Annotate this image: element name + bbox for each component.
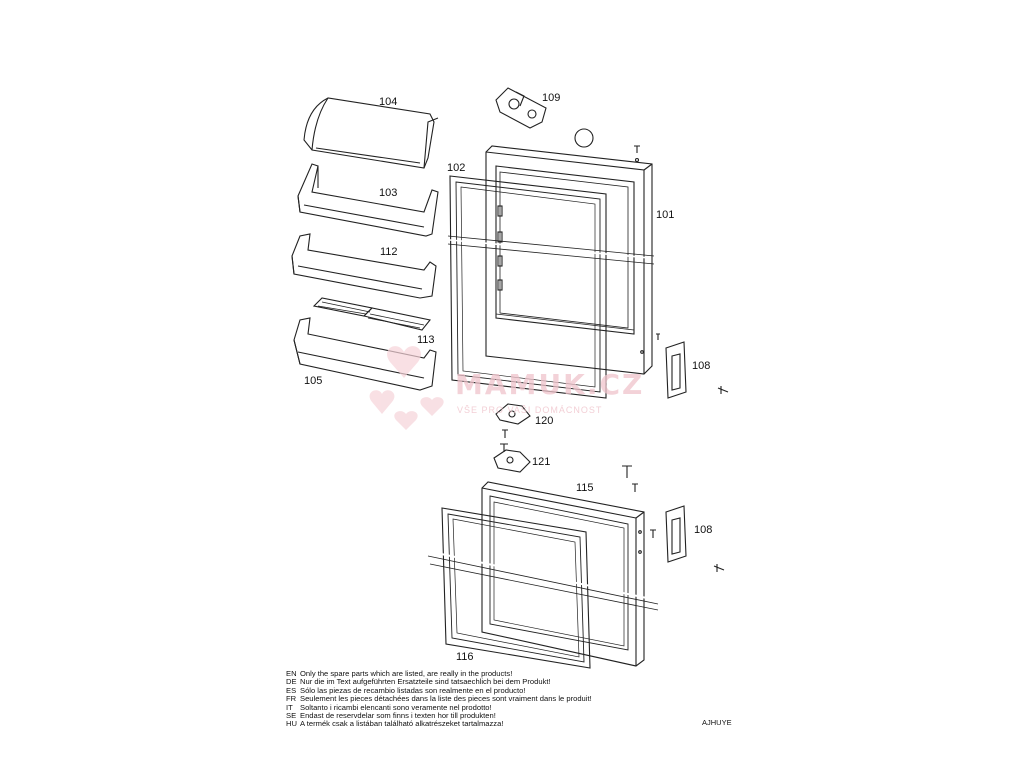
plug-cap (574, 128, 594, 148)
part-102-upper-gasket (449, 175, 607, 399)
label-121: 121 (532, 456, 551, 468)
part-115-lower-door (481, 481, 645, 667)
drawing-code: AJHUYE (702, 718, 732, 727)
part-120-hinge (495, 403, 531, 438)
label-108-lower: 108 (694, 524, 713, 536)
part-103-shelf (297, 163, 439, 237)
label-101: 101 (656, 209, 675, 221)
part-108-lower-hinge (650, 505, 725, 572)
part-116-lower-gasket (441, 507, 591, 669)
label-105: 105 (304, 375, 323, 387)
watermark-logo-icon (369, 346, 444, 430)
part-104-lid (303, 97, 439, 169)
label-104: 104 (379, 96, 398, 108)
part-109-hinge-cover (495, 87, 547, 129)
label-103: 103 (379, 187, 398, 199)
label-102: 102 (447, 162, 466, 174)
label-120: 120 (535, 415, 554, 427)
label-108-upper: 108 (692, 360, 711, 372)
screw (634, 145, 640, 153)
label-113: 113 (417, 334, 435, 346)
part-112-shelf (291, 233, 437, 299)
part-101-upper-door (485, 145, 653, 375)
part-121-hinge (493, 449, 531, 473)
part-108-upper-hinge (656, 333, 729, 399)
part-113-grid (312, 297, 431, 331)
label-109: 109 (542, 92, 561, 104)
label-116: 116 (456, 651, 474, 663)
label-115: 115 (576, 482, 594, 494)
label-112: 112 (380, 246, 398, 258)
